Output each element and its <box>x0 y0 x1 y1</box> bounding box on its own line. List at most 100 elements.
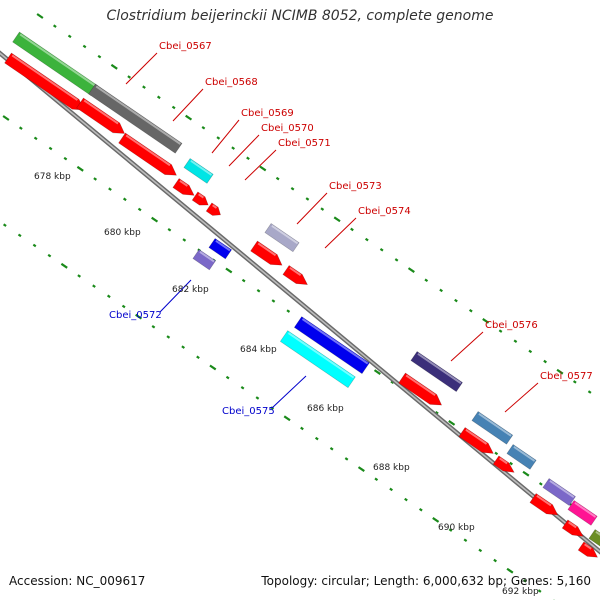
cds-0577b-shape <box>492 455 515 473</box>
tick-mark <box>108 187 112 191</box>
tick-mark <box>448 528 453 532</box>
tick-mark <box>127 75 131 79</box>
tick-mark <box>185 114 193 121</box>
cds-0573-highlight <box>257 242 277 257</box>
tick-mark <box>36 13 44 19</box>
tick-mark <box>225 267 233 274</box>
tick-mark <box>587 390 592 394</box>
cds-0577a <box>458 427 494 454</box>
tick-mark <box>404 497 408 502</box>
gene-label: Cbei_0575 <box>222 406 275 417</box>
leader-line <box>172 88 204 122</box>
map-title: Clostridium beijerinckii NCIMB 8052, com… <box>106 8 494 24</box>
tick-mark <box>333 216 341 223</box>
tick-mark <box>52 24 57 28</box>
feature-olive <box>588 529 600 547</box>
feature-0568-gray-shape <box>88 83 183 154</box>
leader-line <box>125 52 158 85</box>
cds-0568a <box>76 97 126 134</box>
tick-mark <box>357 466 365 472</box>
feature-steelblue-2-shape <box>506 444 537 470</box>
backbone-highlight <box>0 52 600 553</box>
tick-mark <box>151 216 159 223</box>
feature-steelblue-2-highlight <box>513 446 536 462</box>
tick-mark <box>63 156 68 161</box>
tick-mark <box>166 335 171 339</box>
kbp-label: 686 kbp <box>307 404 344 414</box>
cds-0574-shape <box>282 265 308 286</box>
cds-0570-highlight <box>179 180 188 187</box>
tick-mark <box>478 548 483 553</box>
cds-red-3 <box>529 493 559 516</box>
label-leader-lines <box>125 52 539 413</box>
feature-0577-steelblue-highlight <box>478 413 512 437</box>
cds-red-4 <box>561 519 584 537</box>
tick-mark <box>379 248 384 252</box>
cds-0568b <box>118 132 177 176</box>
tick-mark <box>182 238 187 242</box>
tick-mark <box>506 567 514 574</box>
cds-0567-shape <box>4 52 85 111</box>
tick-mark <box>468 308 473 313</box>
tick-mark <box>314 436 319 441</box>
feature-0577-steelblue-shape <box>471 411 514 445</box>
tick-mark <box>434 410 439 415</box>
feature-0577-steelblue <box>471 411 514 445</box>
feature-0575-blue-highlight <box>301 318 369 365</box>
cds-0567-highlight <box>11 54 78 101</box>
tick-mark <box>167 228 172 232</box>
genome-backbone <box>0 50 600 555</box>
feature-0567-green-highlight <box>19 33 97 88</box>
tick-mark <box>454 298 458 303</box>
tick-mark <box>463 538 468 542</box>
tick-mark <box>350 227 354 232</box>
leader-line <box>159 279 192 313</box>
kbp-label: 690 kbp <box>438 523 475 533</box>
cds-0576 <box>398 372 443 406</box>
cds-0577a-shape <box>458 427 494 454</box>
feature-0573-lavender-highlight <box>271 225 299 245</box>
kbp-label: 678 kbp <box>34 172 71 182</box>
tick-mark <box>137 207 142 212</box>
feature-olive-highlight <box>595 531 600 536</box>
tick-mark <box>82 44 87 49</box>
tick-mark <box>156 95 161 100</box>
tick-mark <box>543 359 547 364</box>
feature-0575-blue-shape <box>293 316 370 375</box>
gene-labels: Cbei_0567Cbei_0568Cbei_0569Cbei_0570Cbei… <box>109 41 593 417</box>
tick-mark <box>538 482 543 486</box>
cds-0570 <box>172 178 195 196</box>
tick-mark <box>171 105 176 110</box>
tick-mark <box>494 451 499 456</box>
cds-0571a-shape <box>191 191 209 206</box>
tick-mark <box>493 558 497 563</box>
feature-0576-indigo-shape <box>410 351 463 393</box>
tick-mark <box>33 136 38 141</box>
tick-mark <box>17 233 22 238</box>
tick-mark <box>92 284 96 288</box>
tick-mark <box>418 507 423 512</box>
leader-line <box>450 331 484 362</box>
gene-features <box>4 31 600 558</box>
cds-0577b <box>492 455 515 473</box>
tick-mark <box>509 461 513 466</box>
tick-mark <box>93 177 97 181</box>
tick-mark <box>135 313 143 320</box>
tick-mark <box>106 294 111 299</box>
tick-mark <box>151 325 156 329</box>
tick-mark <box>121 304 126 309</box>
cds-0574 <box>282 265 308 286</box>
gene-label: Cbei_0573 <box>329 181 382 192</box>
tick-mark <box>373 369 381 375</box>
tick-mark <box>439 288 443 293</box>
tick-mark <box>209 364 217 371</box>
feature-0568-gray-highlight <box>95 85 181 145</box>
tick-mark <box>513 339 518 343</box>
tick-mark <box>305 197 310 201</box>
cds-red-3-highlight <box>536 495 552 507</box>
feature-purple-highlight <box>549 480 575 499</box>
feature-0572-purple-shape <box>192 249 217 271</box>
gene-label: Cbei_0574 <box>358 206 411 217</box>
tick-mark <box>47 253 52 258</box>
